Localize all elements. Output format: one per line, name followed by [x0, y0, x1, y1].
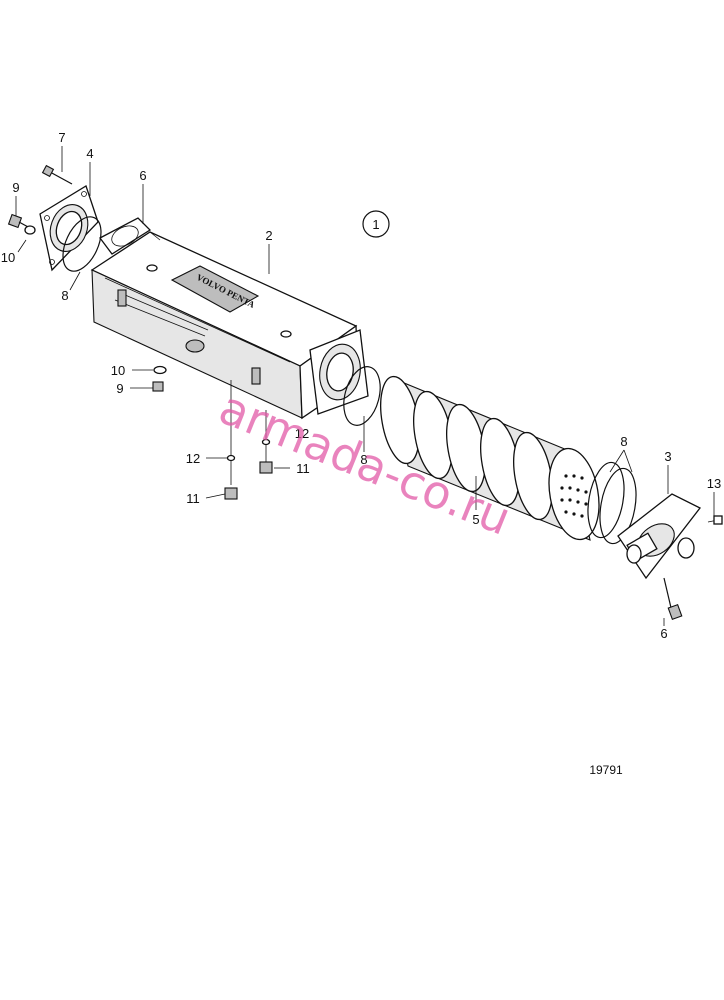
middle-o-ring — [343, 366, 381, 426]
callout-2: 2 — [265, 228, 272, 243]
callout-8-left: 8 — [61, 288, 68, 303]
callout-9-lower: 9 — [116, 381, 123, 396]
callout-12-left: 12 — [186, 451, 200, 466]
right-end-cover — [617, 493, 701, 580]
bolt-6-right — [663, 577, 683, 621]
callout-9-left: 9 — [12, 180, 19, 195]
plug-13 — [707, 515, 723, 525]
screw-9-left — [7, 213, 31, 229]
callouts: 7 4 9 6 10 8 2 10 9 12 12 11 11 8 8 3 13… — [1, 130, 721, 641]
washer-10-left — [24, 225, 36, 235]
right-o-ring-1 — [587, 461, 625, 539]
callout-8-middle: 8 — [360, 452, 367, 467]
callout-4: 4 — [86, 146, 93, 161]
right-o-ring-2 — [599, 467, 637, 545]
plug-11-left — [224, 487, 238, 500]
callout-13: 13 — [707, 476, 721, 491]
washer-12-right — [261, 438, 271, 446]
callout-7: 7 — [58, 130, 65, 145]
bolt-7 — [41, 164, 73, 185]
callout-5: 5 — [472, 512, 479, 527]
volvo-penta-logo — [170, 265, 260, 313]
left-o-ring — [62, 216, 102, 272]
callout-10-left: 10 — [1, 250, 15, 265]
callout-3: 3 — [664, 449, 671, 464]
callout-6-left: 6 — [139, 168, 146, 183]
washer-12-left — [226, 454, 236, 462]
callout-12-right: 12 — [295, 426, 309, 441]
group-marker-label: 1 — [372, 217, 379, 232]
left-gasket — [99, 217, 152, 255]
screw-9-lower — [152, 381, 164, 392]
group-marker-circle — [362, 210, 390, 238]
right-flange — [309, 329, 369, 415]
callout-11-right: 11 — [296, 461, 310, 476]
callout-6-right: 6 — [660, 626, 667, 641]
callout-10-lower: 10 — [111, 363, 125, 378]
drawing-number: 19791 — [589, 763, 623, 777]
left-end-cover — [39, 185, 99, 272]
washer-10-lower — [153, 365, 167, 375]
leader-lines — [15, 146, 715, 626]
tube-insert — [380, 375, 600, 541]
callout-8-right: 8 — [620, 434, 627, 449]
plug-11-right — [259, 461, 273, 474]
callout-11-left: 11 — [186, 491, 200, 506]
